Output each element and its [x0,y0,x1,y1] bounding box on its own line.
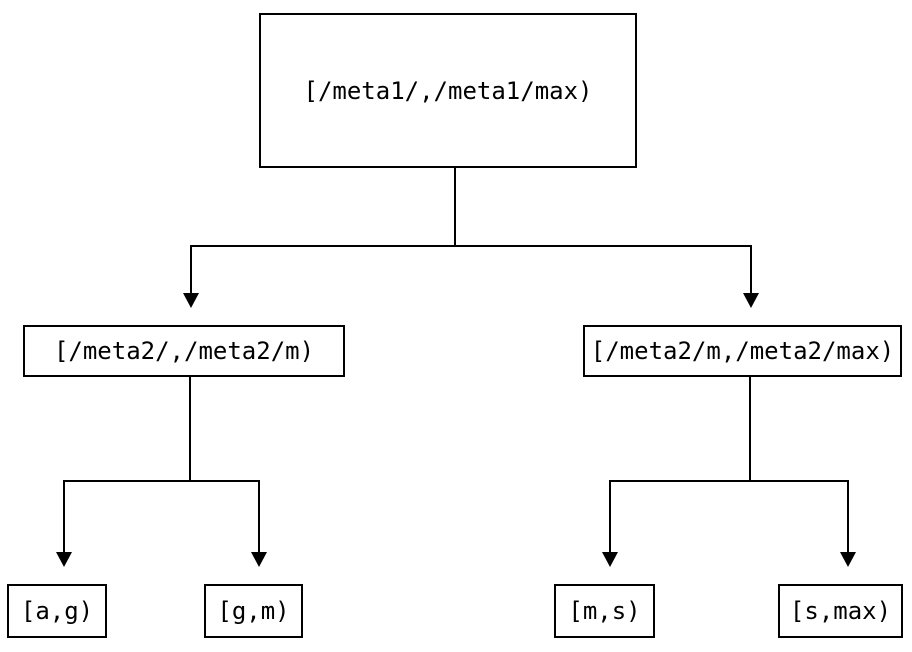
node-leaf-g-m: [g,m) [204,584,303,638]
node-leaf-m-s: [m,s) [554,584,655,638]
arrowhead-icon [56,552,72,567]
node-leaf-a-g: [a,g) [7,584,107,638]
arrowhead-icon [251,552,267,567]
node-root-range: [/meta1/,/meta1/max) [259,13,637,168]
arrowhead-icon [743,293,759,308]
node-meta2-low-range: [/meta2/,/meta2/m) [23,325,345,377]
node-meta2-high-range: [/meta2/m,/meta2/max) [583,325,902,377]
arrowhead-icon [840,552,856,567]
arrowhead-icon [602,552,618,567]
node-leaf-s-max: [s,max) [778,584,903,638]
arrowhead-icon [183,293,199,308]
